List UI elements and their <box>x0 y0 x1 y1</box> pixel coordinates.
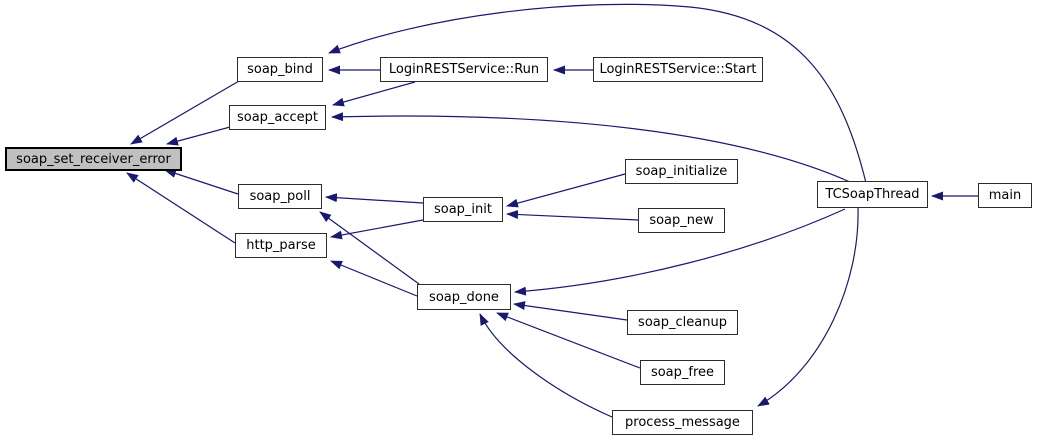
edge-soap_bind-to-soap_set_receiver_error <box>130 80 240 145</box>
edge-soap_new-to-soap_init <box>506 210 639 221</box>
edge-tcsoapthread-to-soap_bind <box>328 3 867 184</box>
edge-soap_init-to-soap_poll <box>325 193 424 204</box>
edge-soap_free-to-soap_done <box>496 312 641 369</box>
edge-process_message-to-soap_done <box>479 313 613 418</box>
node-soap_poll[interactable]: soap_poll <box>238 184 322 209</box>
edge-tcsoapthread-to-soap_accept <box>331 112 851 183</box>
edge-login_rest_service_run-to-soap_accept <box>332 81 416 107</box>
node-soap_free[interactable]: soap_free <box>640 360 725 385</box>
node-soap_set_receiver_error: soap_set_receiver_error <box>5 147 182 171</box>
edge-tcsoapthread-to-process_message <box>757 207 859 407</box>
node-soap_init[interactable]: soap_init <box>423 197 503 222</box>
edge-soap_initialize-to-soap_init <box>506 173 626 208</box>
node-http_parse[interactable]: http_parse <box>235 233 327 258</box>
edge-soap_poll-to-soap_set_receiver_error <box>164 169 239 195</box>
node-soap_new[interactable]: soap_new <box>638 208 725 233</box>
node-login_rest_service_run[interactable]: LoginRESTService::Run <box>380 57 548 82</box>
node-soap_accept[interactable]: soap_accept <box>229 105 326 130</box>
node-process_message[interactable]: process_message <box>612 410 753 435</box>
edge-tcsoapthread-to-soap_done <box>514 208 846 296</box>
node-main[interactable]: main <box>978 183 1032 208</box>
edge-soap_cleanup-to-soap_done <box>513 301 628 321</box>
edge-soap_accept-to-soap_set_receiver_error <box>166 126 231 146</box>
node-soap_initialize[interactable]: soap_initialize <box>625 159 738 184</box>
node-soap_cleanup[interactable]: soap_cleanup <box>627 310 738 335</box>
edge-soap_done-to-http_parse <box>330 260 418 297</box>
edge-soap_init-to-http_parse <box>330 219 424 240</box>
node-soap_bind[interactable]: soap_bind <box>237 57 323 82</box>
node-soap_done[interactable]: soap_done <box>417 284 511 310</box>
node-login_rest_service_start[interactable]: LoginRESTService::Start <box>593 57 763 82</box>
edge-http_parse-to-soap_set_receiver_error <box>126 172 236 244</box>
edge-soap_done-to-soap_poll <box>319 211 420 285</box>
node-tcsoapthread[interactable]: TCSoapThread <box>817 181 928 208</box>
